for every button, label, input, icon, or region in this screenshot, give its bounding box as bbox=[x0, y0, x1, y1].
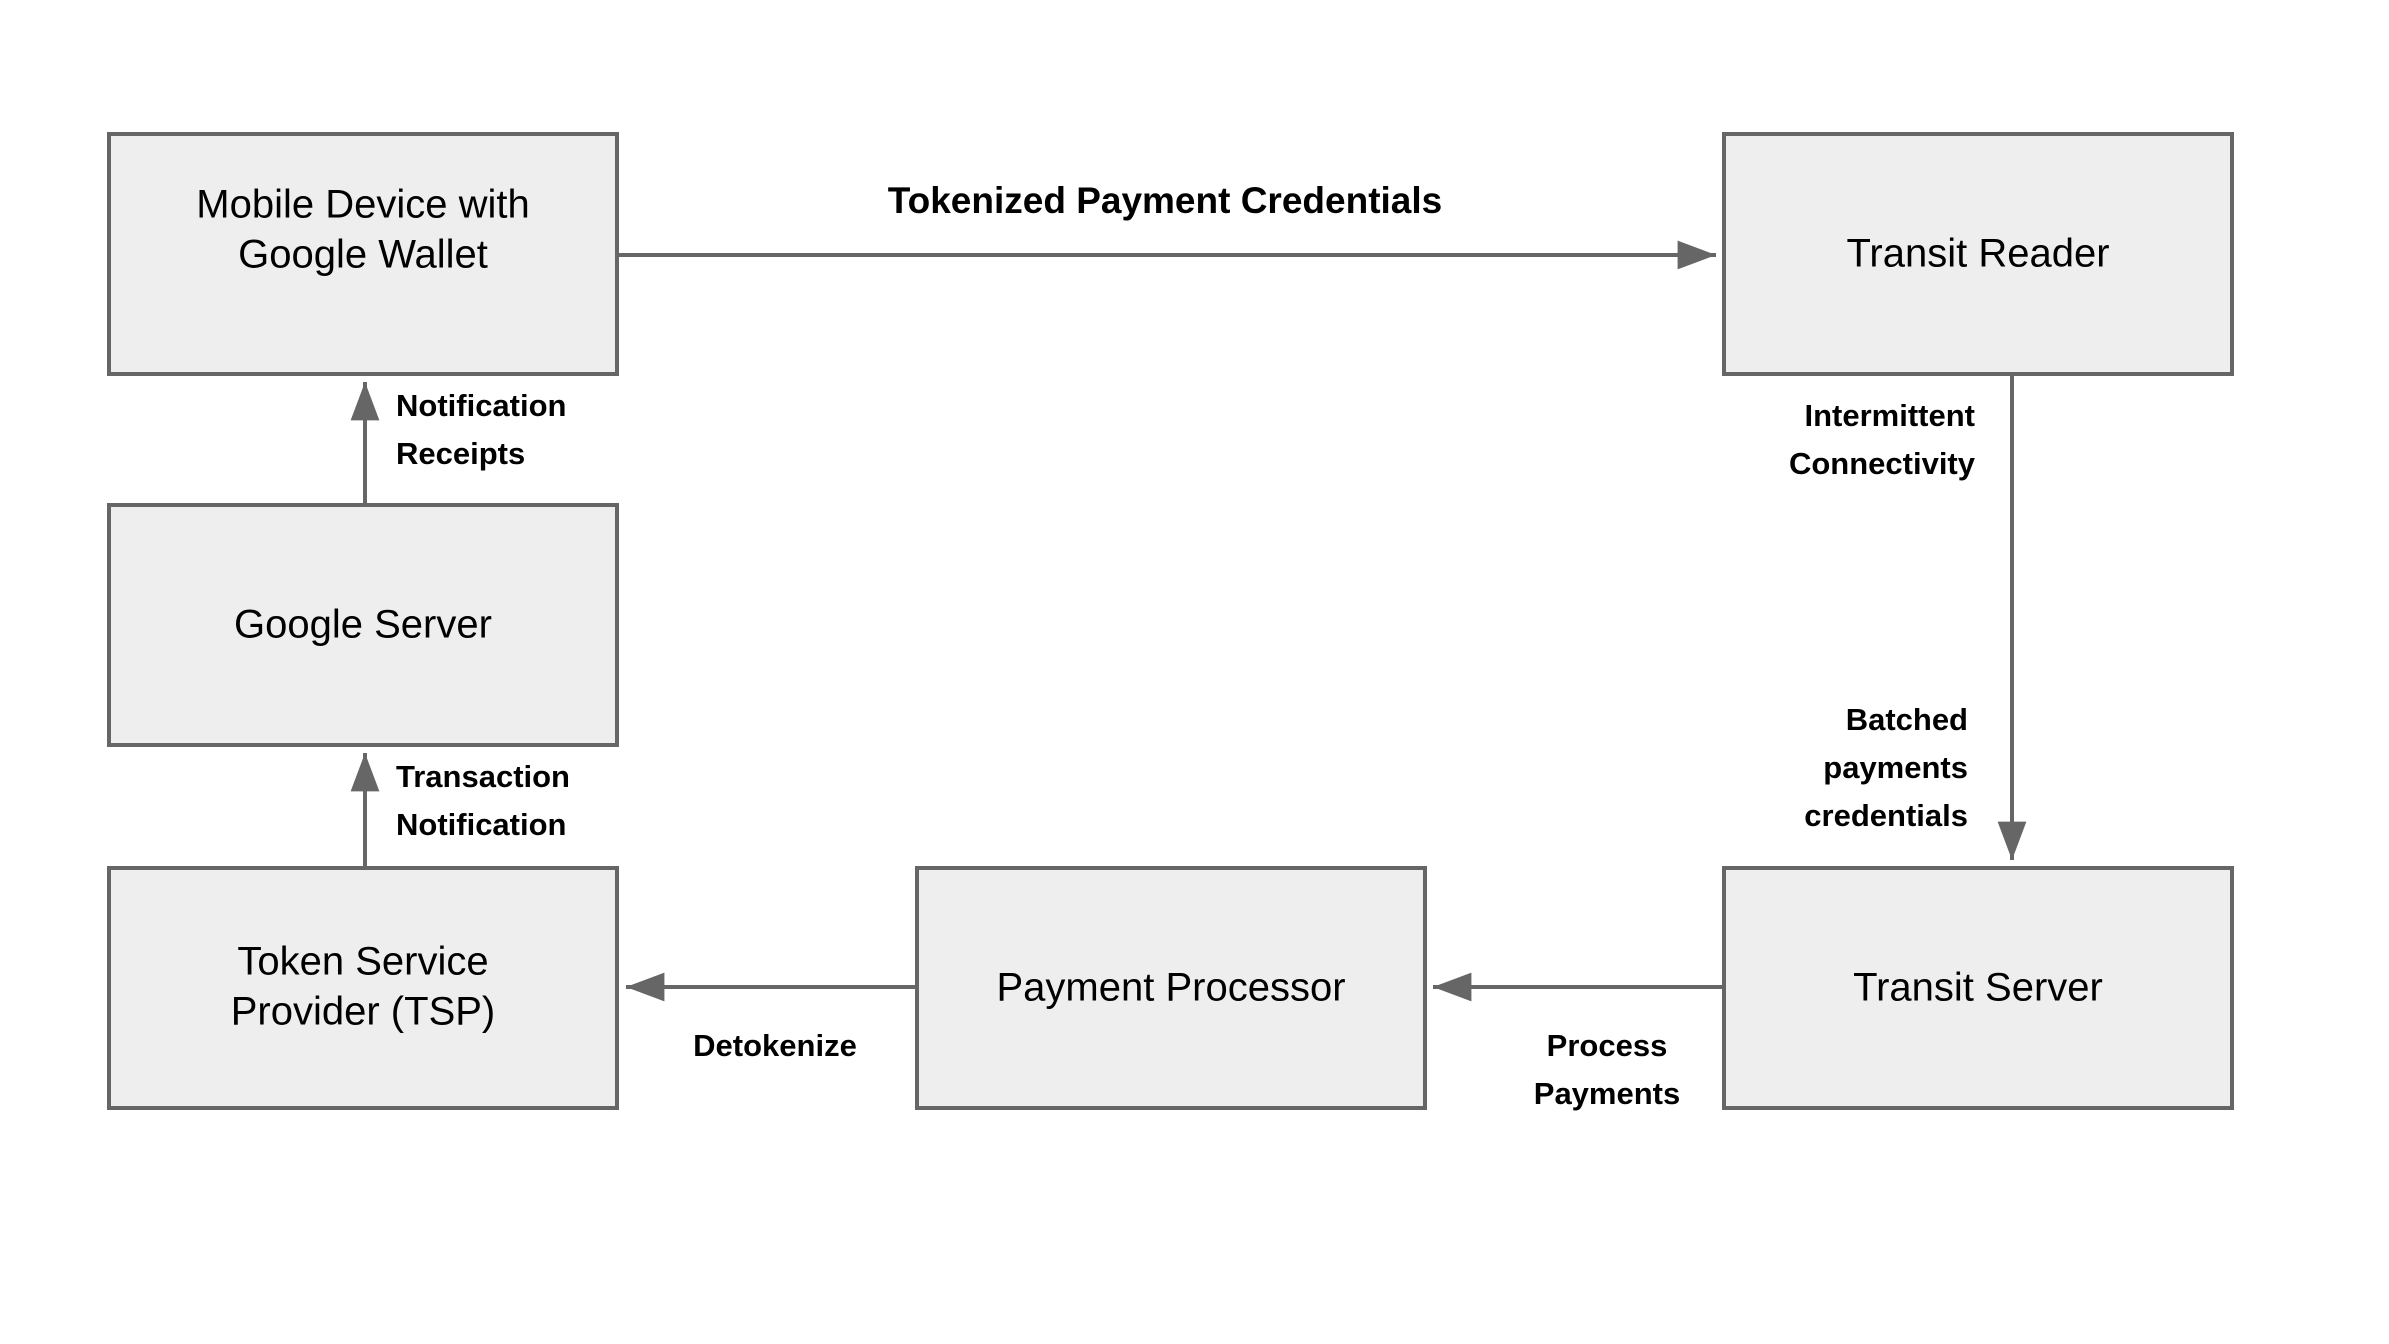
node-token-service-provider[interactable]: Token Service Provider (TSP) bbox=[107, 866, 619, 1110]
node-label-mobile-device-line2: Google Wallet bbox=[238, 233, 488, 277]
edge-process-payments: Process Payments bbox=[1433, 972, 1724, 1111]
edge-transaction-notification: Transaction Notification bbox=[350, 753, 570, 868]
node-box-mobile-device[interactable] bbox=[107, 132, 619, 376]
edge-transit-reader-to-server: Intermittent Connectivity Batched paymen… bbox=[1789, 374, 2027, 860]
node-label-transit-server: Transit Server bbox=[1853, 966, 2103, 1010]
node-transit-reader[interactable]: Transit Reader bbox=[1722, 132, 2234, 376]
edge-label-batched-payments-credentials-line1: Batched bbox=[1846, 702, 1968, 737]
node-transit-server[interactable]: Transit Server bbox=[1722, 866, 2234, 1110]
node-payment-processor[interactable]: Payment Processor bbox=[915, 866, 1427, 1110]
edge-label-intermittent-connectivity-line2: Connectivity bbox=[1789, 446, 1976, 481]
node-box-transit-server[interactable] bbox=[1722, 866, 2234, 1110]
edge-label-notification-receipts-line1: Notification bbox=[396, 388, 567, 423]
edge-label-transaction-notification-line1: Transaction bbox=[396, 759, 570, 794]
node-label-token-service-provider-line2: Provider (TSP) bbox=[231, 990, 496, 1034]
edge-label-intermittent-connectivity-line1: Intermittent bbox=[1805, 398, 1976, 433]
edge-label-process-payments-line1: Process bbox=[1547, 1028, 1668, 1063]
edge-detokenize: Detokenize bbox=[626, 972, 917, 1063]
edge-label-tokenized-payment-credentials: Tokenized Payment Credentials bbox=[888, 180, 1442, 221]
node-box-token-service-provider[interactable] bbox=[107, 866, 619, 1110]
node-box-google-server[interactable] bbox=[107, 503, 619, 747]
edge-label-detokenize: Detokenize bbox=[693, 1028, 857, 1063]
edge-notification-receipts: Notification Receipts bbox=[350, 382, 567, 505]
node-label-payment-processor: Payment Processor bbox=[996, 966, 1345, 1010]
node-google-server[interactable]: Google Server bbox=[107, 503, 619, 747]
edge-tokenized-payment-credentials: Tokenized Payment Credentials bbox=[617, 180, 1716, 270]
edge-label-notification-receipts-line2: Receipts bbox=[396, 436, 525, 471]
edge-label-batched-payments-credentials-line2: payments bbox=[1823, 750, 1968, 785]
node-label-token-service-provider-line1: Token Service bbox=[237, 940, 488, 984]
node-label-google-server: Google Server bbox=[234, 603, 492, 647]
node-box-payment-processor[interactable] bbox=[915, 866, 1427, 1110]
node-mobile-device[interactable]: Mobile Device with Google Wallet bbox=[107, 132, 619, 376]
node-label-transit-reader: Transit Reader bbox=[1846, 232, 2109, 276]
node-box-transit-reader[interactable] bbox=[1722, 132, 2234, 376]
edge-label-batched-payments-credentials-line3: credentials bbox=[1804, 798, 1968, 833]
edge-label-transaction-notification-line2: Notification bbox=[396, 807, 567, 842]
node-label-mobile-device-line1: Mobile Device with bbox=[196, 183, 529, 227]
edge-label-process-payments-line2: Payments bbox=[1534, 1076, 1680, 1111]
